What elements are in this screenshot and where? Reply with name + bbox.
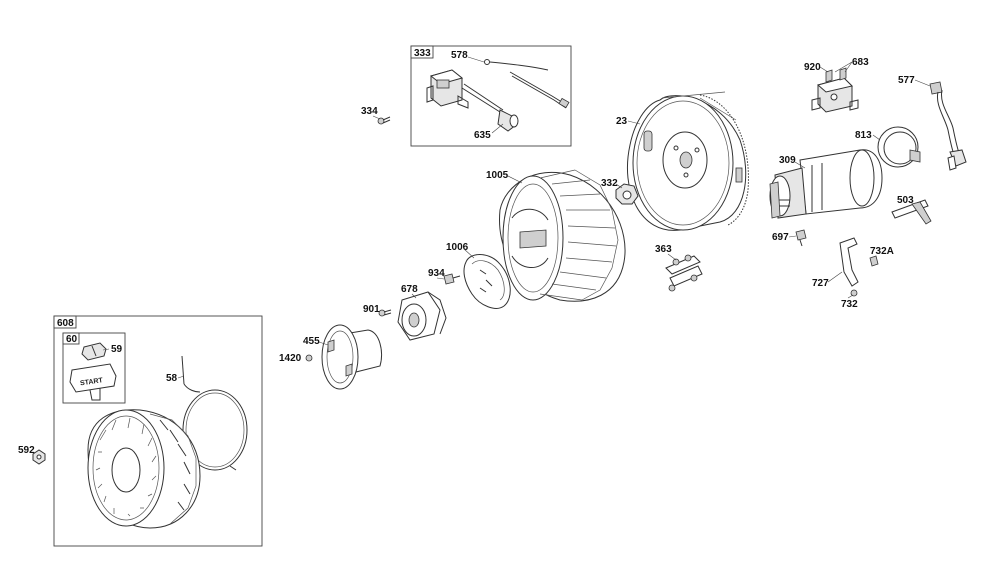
label-1005: 1005: [486, 170, 509, 181]
part-732A-nut[interactable]: [869, 255, 879, 267]
inset-box-608: 608 60 59 START 58: [53, 315, 263, 547]
ground-wire[interactable]: [484, 59, 570, 109]
label-608: 608: [57, 318, 74, 329]
label-678: 678: [401, 284, 418, 295]
label-1420: 1420: [279, 353, 302, 364]
start-text: START: [80, 377, 104, 387]
label-934: 934: [428, 268, 445, 279]
part-901-screw[interactable]: [378, 309, 392, 317]
label-334: 334: [361, 106, 378, 117]
part-332-nut[interactable]: [615, 183, 639, 205]
label-635: 635: [474, 130, 491, 141]
label-592: 592: [18, 445, 35, 456]
label-697: 697: [772, 232, 789, 243]
label-309: 309: [779, 155, 796, 166]
part-608-rewind-housing[interactable]: [87, 409, 201, 529]
label-1006: 1006: [446, 242, 469, 253]
part-58-rope[interactable]: [181, 355, 248, 471]
part-59-handle-insert[interactable]: [81, 342, 107, 361]
label-732A: 732A: [870, 246, 894, 257]
part-577-cable[interactable]: [929, 81, 967, 171]
label-578: 578: [451, 50, 468, 61]
label-577: 577: [898, 75, 915, 86]
part-813-clamp[interactable]: [877, 126, 921, 168]
label-455: 455: [303, 336, 320, 347]
label-503: 503: [897, 195, 914, 206]
part-934-screw[interactable]: [443, 273, 461, 285]
part-334-screw[interactable]: [377, 116, 391, 125]
label-58: 58: [166, 373, 178, 384]
part-455-cup[interactable]: [321, 324, 382, 390]
part-592-nut[interactable]: [32, 449, 46, 465]
label-332: 332: [601, 178, 618, 189]
part-697-screw[interactable]: [795, 229, 807, 247]
label-60: 60: [66, 334, 78, 345]
ignition-coil[interactable]: [426, 69, 519, 132]
label-23: 23: [616, 116, 628, 127]
part-309-starter[interactable]: [769, 149, 883, 219]
part-1006-screen[interactable]: [463, 254, 511, 309]
label-920: 920: [804, 62, 821, 73]
label-813: 813: [855, 130, 872, 141]
part-23-flywheel[interactable]: [626, 91, 749, 231]
part-727-bracket[interactable]: [839, 237, 859, 287]
label-901: 901: [363, 304, 380, 315]
label-732: 732: [841, 299, 858, 310]
part-503-bracket[interactable]: [891, 199, 932, 225]
part-732-screw[interactable]: [850, 289, 858, 297]
label-363: 363: [655, 244, 672, 255]
part-678-clutch[interactable]: [397, 291, 447, 341]
part-1005-fan[interactable]: [499, 169, 626, 302]
label-333: 333: [414, 48, 431, 59]
label-683: 683: [852, 57, 869, 68]
part-920-solenoid[interactable]: [811, 67, 859, 113]
part-60-starter-handle[interactable]: START: [69, 363, 117, 401]
label-727: 727: [812, 278, 829, 289]
part-363-bracket[interactable]: [665, 254, 703, 292]
label-59: 59: [111, 344, 123, 355]
part-1420-screw[interactable]: [305, 354, 313, 362]
inset-box-333: 333 578 635: [410, 45, 572, 147]
